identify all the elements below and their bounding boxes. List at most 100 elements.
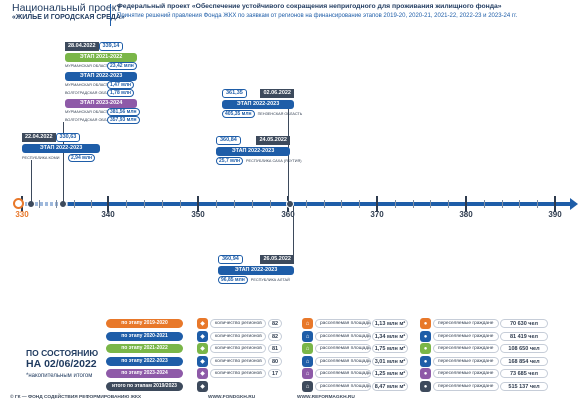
footer-link-reformagkh[interactable]: WWW.REFORMAGKH.RU <box>297 395 355 400</box>
callout-date: 26.05.2022 <box>260 255 294 264</box>
people-value: 108 650 чел <box>500 344 548 353</box>
axis-minor-tick <box>39 200 40 208</box>
area-value: 3,01 млн м² <box>372 357 408 366</box>
region-row: ВОЛГОГРАДСКАЯ ОБЛАСТЬ 357,93 млн <box>65 116 140 124</box>
axis-minor-tick <box>216 200 217 208</box>
callout-date-row: 360,84 24.05.2022 <box>216 136 290 145</box>
federal-project-note: Принятие решений правления Фонда ЖКХ по … <box>117 13 518 19</box>
callout-value: 339,14 <box>98 42 124 51</box>
axis-tick-label: 330 <box>15 210 29 219</box>
map-icon: ◆ <box>197 343 208 354</box>
stage-pill: по этапу 2021-2022 <box>106 344 183 353</box>
axis-tick-label: 360 <box>281 210 295 219</box>
footer-org: © ГК — ФОНД СОДЕЙСТВИЯ РЕФОРМИРОВАНИЮ ЖК… <box>10 395 142 400</box>
region-value: 1,47 млн <box>107 81 135 89</box>
stage-pill: по этапу 2020-2021 <box>106 332 183 341</box>
stage-pill: по этапу 2023-2024 <box>106 369 183 378</box>
regions-value: 82 <box>268 332 282 341</box>
axis-tick <box>465 196 467 212</box>
axis-tick-label: 350 <box>191 210 205 219</box>
axis-minor-tick <box>430 200 431 208</box>
stage-label: ЭТАП 2022-2023 <box>22 144 100 153</box>
status-line-1: ПО СОСТОЯНИЮ <box>26 348 99 358</box>
stem-b <box>63 122 64 202</box>
region-name: ПЕНЗЕНСКАЯ ОБЛАСТЬ <box>257 112 303 116</box>
regions-label: количество регионов <box>210 319 266 328</box>
axis-minor-tick <box>234 200 235 208</box>
callout-e: 360,94 26.05.2022 ЭТАП 2022-2023 96,85 м… <box>218 255 294 284</box>
axis-tick-label: 370 <box>370 210 384 219</box>
region-row: МУРМАНСКАЯ ОБЛАСТЬ 381,56 млн <box>65 108 140 116</box>
stage-label: ЭТАП 2022-2023 <box>65 72 137 81</box>
people-value: 168 854 чел <box>500 357 548 366</box>
callout-value: 360,94 <box>218 255 243 264</box>
callout-date-row: 360,94 26.05.2022 <box>218 255 294 264</box>
map-icon: ◆ <box>197 381 208 392</box>
callout-c: 361,35 02.06.2022 ЭТАП 2022-2023 405,35 … <box>222 89 302 118</box>
callout-date: 02.06.2022 <box>260 89 294 98</box>
stage-pill: по этапу 2019-2020 <box>106 319 183 328</box>
house-icon: ⌂ <box>302 343 313 354</box>
area-value: 1,25 млн м² <box>372 369 408 378</box>
axis-tick <box>197 196 199 212</box>
people-label: переселяемые граждане <box>433 369 499 378</box>
axis-minor-tick <box>91 200 92 208</box>
region-value: 23,42 млн <box>107 62 137 70</box>
region-row: 25,7 млн РЕСПУБЛИКА САХА (ЯКУТИЯ) <box>216 157 302 165</box>
people-icon: ● <box>420 318 431 329</box>
axis-minor-tick <box>324 200 325 208</box>
timeline-axis-start <box>20 202 68 206</box>
axis-tick-label: 340 <box>101 210 115 219</box>
regions-label: количество регионов <box>210 357 266 366</box>
callout-value: 360,84 <box>216 136 241 145</box>
axis-minor-tick <box>413 200 414 208</box>
axis-minor-tick <box>519 200 520 208</box>
region-name: РЕСПУБЛИКА САХА (ЯКУТИЯ) <box>246 159 302 163</box>
region-row: РЕСПУБЛИКА КОМИ 2,94 млн <box>22 154 100 162</box>
axis-minor-tick <box>484 200 485 208</box>
area-label: расселяемая площадь <box>315 319 371 328</box>
house-icon: ⌂ <box>302 356 313 367</box>
regions-value: 80 <box>268 357 282 366</box>
footer-link-fondgkh[interactable]: WWW.FONDGKH.RU <box>208 395 256 400</box>
axis-tick-label: 380 <box>459 210 473 219</box>
people-value: 70 630 чел <box>500 319 548 328</box>
callout-d: 360,84 24.05.2022 ЭТАП 2022-2023 25,7 мл… <box>216 136 302 165</box>
axis-tick <box>554 196 556 212</box>
axis-minor-tick <box>270 200 271 208</box>
people-icon: ● <box>420 356 431 367</box>
callout-date-row: 28.04.2022 339,14 <box>65 42 137 51</box>
axis-minor-tick <box>74 200 75 208</box>
people-label: переселяемые граждане <box>433 319 499 328</box>
stage-label: ЭТАП 2022-2023 <box>222 100 294 109</box>
axis-tick-label: 390 <box>548 210 562 219</box>
federal-project-title: Федеральный проект «Обеспечение устойчив… <box>117 3 502 10</box>
area-label: расселяемая площадь <box>315 382 371 391</box>
region-value: 2,94 млн <box>68 154 96 162</box>
house-icon: ⌂ <box>302 368 313 379</box>
regions-label: количество регионов <box>210 369 266 378</box>
region-name: ВОЛГОГРАДСКАЯ ОБЛАСТЬ <box>65 118 117 122</box>
map-icon: ◆ <box>197 368 208 379</box>
axis-minor-tick <box>144 200 145 208</box>
house-icon: ⌂ <box>302 331 313 342</box>
people-label: переселяемые граждане <box>433 382 499 391</box>
stage-pill: по этапу 2022-2023 <box>106 357 183 366</box>
regions-value: 82 <box>268 319 282 328</box>
region-name: МУРМАНСКАЯ ОБЛАСТЬ <box>65 83 111 87</box>
stage-label: ЭТАП 2023-2024 <box>65 99 137 108</box>
people-icon: ● <box>420 381 431 392</box>
callout-value: 330,63 <box>55 133 81 142</box>
region-value: 357,93 млн <box>107 116 140 124</box>
timeline-axis <box>20 202 575 206</box>
axis-minor-tick <box>359 200 360 208</box>
region-name: РЕСПУБЛИКА АЛТАЙ <box>250 278 290 282</box>
people-value: 515 137 чел <box>500 382 548 391</box>
axis-minor-tick <box>162 200 163 208</box>
area-value: 1,13 млн м² <box>372 319 408 328</box>
region-name: МУРМАНСКАЯ ОБЛАСТЬ <box>65 110 111 114</box>
region-row: 405,35 млн ПЕНЗЕНСКАЯ ОБЛАСТЬ <box>222 110 302 118</box>
region-value: 405,35 млн <box>222 110 255 118</box>
region-row: 96,85 млн РЕСПУБЛИКА АЛТАЙ <box>218 276 294 284</box>
people-label: переселяемые граждане <box>433 357 499 366</box>
